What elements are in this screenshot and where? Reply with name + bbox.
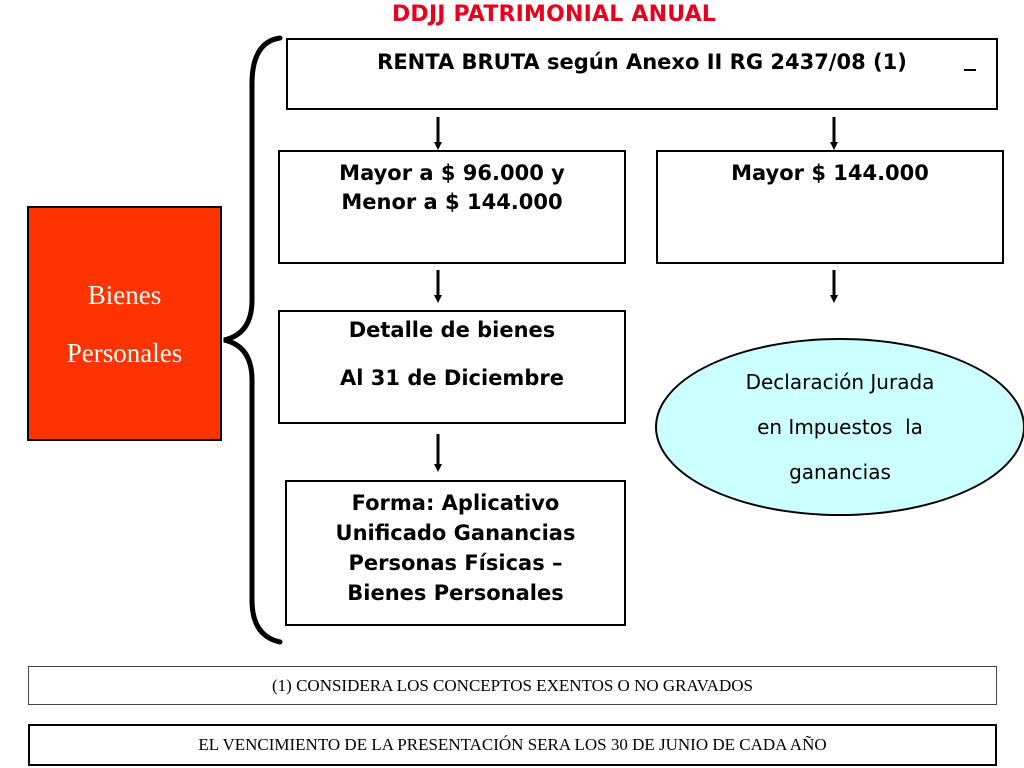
page-title: DDJJ PATRIMONIAL ANUAL <box>391 2 717 27</box>
forma-line3: Personas Físicas – <box>348 551 563 575</box>
mayor-menor-line2: Menor a $ 144.000 <box>341 190 563 214</box>
forma-line4: Bienes Personales <box>347 581 564 605</box>
forma-line1: Forma: Aplicativo <box>351 491 560 515</box>
ellipse-line1: Declaración Jurada <box>745 369 935 394</box>
vencimiento-box: EL VENCIMIENTO DE LA PRESENTACIÓN SERA L… <box>28 724 997 766</box>
forma-line2: Unificado Ganancias <box>335 521 576 545</box>
vencimiento-text: EL VENCIMIENTO DE LA PRESENTACIÓN SERA L… <box>198 735 827 754</box>
detalle-line2: Al 31 de Diciembre <box>340 366 564 390</box>
mayor-box: Mayor $ 144.000 <box>656 150 1004 264</box>
bienes-line1: Bienes <box>87 279 162 310</box>
footnote-text: (1) CONSIDERA LOS CONCEPTOS EXENTOS O NO… <box>272 675 753 695</box>
detalle-line1: Detalle de bienes <box>348 318 556 342</box>
bienes-personales-box: Bienes Personales <box>27 206 222 441</box>
curly-brace <box>223 35 283 645</box>
renta-bruta-label: RENTA BRUTA según Anexo II RG 2437/08 (1… <box>377 50 907 74</box>
renta-bruta-box: RENTA BRUTA según Anexo II RG 2437/08 (1… <box>286 38 998 110</box>
footnote-box: (1) CONSIDERA LOS CONCEPTOS EXENTOS O NO… <box>28 666 997 705</box>
detalle-bienes-box: Detalle de bienes Al 31 de Diciembre <box>278 310 626 424</box>
mayor-menor-line1: Mayor a $ 96.000 y <box>339 161 565 185</box>
declaracion-jurada-ellipse: Declaración Jurada en Impuestos la ganan… <box>655 338 1024 516</box>
bienes-line2: Personales <box>66 337 183 368</box>
ellipse-line2: en Impuestos la <box>757 414 923 439</box>
forma-aplicativo-box: Forma: Aplicativo Unificado Ganancias Pe… <box>285 480 626 626</box>
mayor-menor-box: Mayor a $ 96.000 y Menor a $ 144.000 <box>278 150 626 264</box>
ellipse-line3: ganancias <box>789 459 891 484</box>
mayor-label: Mayor $ 144.000 <box>731 161 929 185</box>
